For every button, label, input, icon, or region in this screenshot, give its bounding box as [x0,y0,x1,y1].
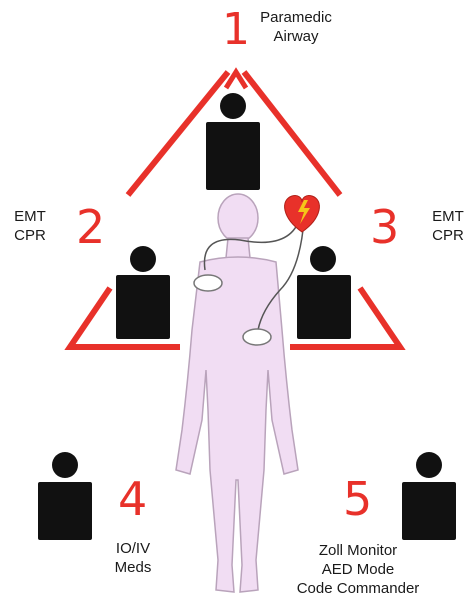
position-number-2: 2 [76,204,105,250]
person-icon [297,246,351,339]
person-icon [116,246,170,339]
person-icon [206,93,260,190]
position-number-5: 5 [343,476,372,522]
position-2-line-1: EMT [8,207,52,226]
position-number-3: 3 [370,204,399,250]
position-number-1: 1 [222,8,250,52]
person-icon [402,452,456,540]
position-label-2: EMT CPR [8,207,52,245]
electrode-pad-icon [243,329,271,345]
position-1-line-2: Airway [252,27,340,46]
patient-body [176,194,298,592]
position-4-line-1: IO/IV [104,539,162,558]
electrode-pad-icon [194,275,222,291]
position-5-line-2: AED Mode [276,560,440,579]
position-5-line-3: Code Commander [276,579,440,598]
position-3-line-1: EMT [426,207,470,226]
position-2-line-2: CPR [8,226,52,245]
position-3-line-2: CPR [426,226,470,245]
position-1-line-1: Paramedic [252,8,340,27]
position-label-3: EMT CPR [426,207,470,245]
person-icon [38,452,92,540]
heart-defib-icon [285,195,320,232]
position-label-4: IO/IV Meds [104,539,162,577]
position-5-line-1: Zoll Monitor [276,541,440,560]
position-number-4: 4 [118,476,147,522]
position-4-line-2: Meds [104,558,162,577]
position-label-5: Zoll Monitor AED Mode Code Commander [276,541,440,598]
position-label-1: Paramedic Airway [252,8,340,46]
